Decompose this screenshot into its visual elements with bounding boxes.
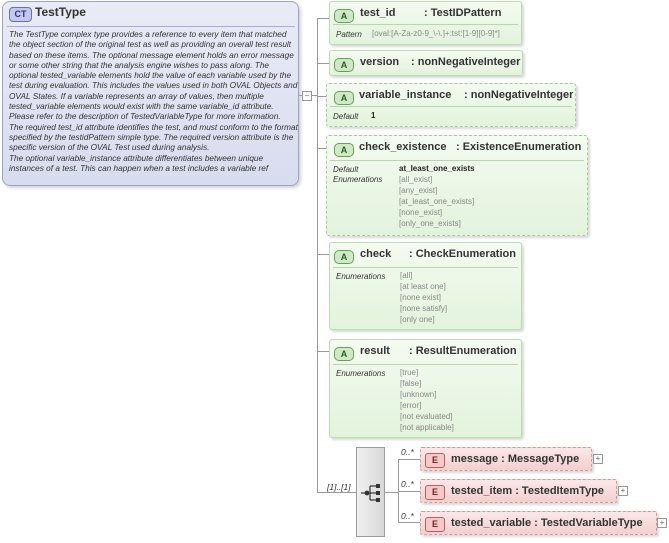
enumeration-value: [not evaluated]: [400, 412, 453, 421]
property-label: Pattern: [336, 30, 362, 39]
sequence-cardinality: [1]..[1]: [327, 482, 351, 492]
divider: [333, 267, 518, 268]
attribute-version[interactable]: A version : nonNegativeInteger: [329, 50, 523, 76]
enumeration-value: [none exist]: [400, 293, 441, 302]
complex-type-box: CT TestType The TestType complex type pr…: [2, 1, 299, 186]
connector: [317, 18, 329, 19]
enumeration-value: [at_least_one_exists]: [399, 197, 475, 206]
element-name: message : MessageType: [451, 453, 580, 465]
enumeration-value: [only one]: [400, 315, 435, 324]
element-tested-variable[interactable]: E tested_variable : TestedVariableType: [420, 511, 657, 535]
attribute-name: version: [360, 56, 400, 68]
attribute-variable-instance[interactable]: A variable_instance : nonNegativeInteger…: [326, 83, 576, 127]
divider: [330, 106, 572, 107]
enumeration-value: [none_exist]: [399, 208, 443, 217]
element-name: tested_variable : TestedVariableType: [451, 517, 643, 529]
property-value: at_least_one_exists: [399, 164, 475, 173]
attribute-badge: A: [334, 347, 354, 361]
connector: [398, 459, 420, 460]
attribute-type: : ExistenceEnumeration: [456, 141, 582, 153]
expand-icon[interactable]: +: [593, 454, 603, 464]
attribute-type: : nonNegativeInteger: [411, 56, 521, 68]
sequence-compositor[interactable]: [356, 447, 385, 537]
attribute-type: : nonNegativeInteger: [464, 89, 574, 101]
attribute-check[interactable]: A check : CheckEnumeration Enumerations …: [329, 242, 522, 330]
expand-icon[interactable]: +: [618, 486, 628, 496]
element-cardinality: 0..*: [401, 447, 414, 457]
property-label: Enumerations: [336, 369, 386, 378]
attribute-check-existence[interactable]: A check_existence : ExistenceEnumeration…: [326, 135, 588, 236]
property-label: Enumerations: [336, 272, 386, 281]
divider: [333, 364, 518, 365]
attribute-name: check_existence: [359, 141, 447, 153]
element-badge: E: [425, 453, 445, 468]
attribute-type: : TestIDPattern: [424, 7, 502, 19]
attribute-test-id[interactable]: A test_id : TestIDPattern Pattern [oval:…: [329, 1, 522, 45]
attribute-type: : CheckEnumeration: [409, 248, 516, 260]
divider: [333, 24, 518, 25]
attribute-name: check: [360, 248, 392, 260]
enumeration-value: [none satisfy]: [400, 304, 448, 313]
connector: [385, 492, 398, 493]
property-label: Default: [333, 112, 359, 121]
attribute-name: result: [360, 345, 390, 357]
sequence-icon: [361, 484, 380, 502]
element-badge: E: [425, 485, 445, 500]
connector: [398, 491, 420, 492]
connector: [317, 492, 356, 493]
attribute-result[interactable]: A result : ResultEnumeration Enumeration…: [329, 339, 522, 438]
attribute-name: variable_instance: [359, 89, 452, 101]
element-message[interactable]: E message : MessageType: [420, 447, 592, 471]
element-cardinality: 0..*: [401, 479, 414, 489]
property-label: Default: [333, 165, 359, 174]
connector: [317, 254, 329, 255]
enumeration-value: [any_exist]: [399, 186, 438, 195]
divider: [7, 26, 295, 27]
element-badge: E: [425, 517, 445, 532]
connector: [317, 18, 318, 492]
connector: [317, 63, 329, 64]
element-cardinality: 0..*: [401, 511, 414, 521]
connector: [398, 522, 420, 523]
attribute-badge: A: [334, 58, 354, 72]
attribute-type: : ResultEnumeration: [409, 345, 517, 357]
connector: [398, 459, 399, 522]
complex-type-description: The TestType complex type provides a ref…: [9, 30, 298, 173]
collapse-icon[interactable]: −: [302, 91, 312, 101]
connector: [317, 148, 326, 149]
enumeration-value: [only_one_exists]: [399, 219, 461, 228]
attribute-name: test_id: [360, 7, 396, 19]
connector: [317, 96, 326, 97]
enumeration-value: [at least one]: [400, 282, 446, 291]
enumeration-value: [not applicable]: [400, 423, 454, 432]
expand-icon[interactable]: +: [657, 518, 667, 528]
property-value: [oval:[A-Za-z0-9_\-\.]+:tst:[1-9][0-9]*]: [372, 29, 500, 38]
enumeration-value: [error]: [400, 401, 422, 410]
enumeration-value: [all_exist]: [399, 175, 433, 184]
enumeration-value: [all]: [400, 271, 413, 280]
element-name: tested_item : TestedItemType: [451, 485, 605, 497]
attribute-badge: A: [334, 250, 354, 264]
attribute-badge: A: [334, 91, 354, 105]
divider: [330, 160, 584, 161]
complex-type-name: TestType: [35, 5, 86, 19]
element-tested-item[interactable]: E tested_item : TestedItemType: [420, 479, 617, 503]
property-label: Enumerations: [333, 175, 383, 184]
enumeration-value: [unknown]: [400, 390, 437, 399]
attribute-badge: A: [334, 9, 354, 23]
enumeration-value: [true]: [400, 368, 419, 377]
property-value: 1: [371, 111, 376, 120]
enumeration-value: [false]: [400, 379, 422, 388]
connector: [317, 351, 329, 352]
attribute-badge: A: [334, 143, 354, 157]
complex-type-badge: CT: [9, 7, 32, 22]
